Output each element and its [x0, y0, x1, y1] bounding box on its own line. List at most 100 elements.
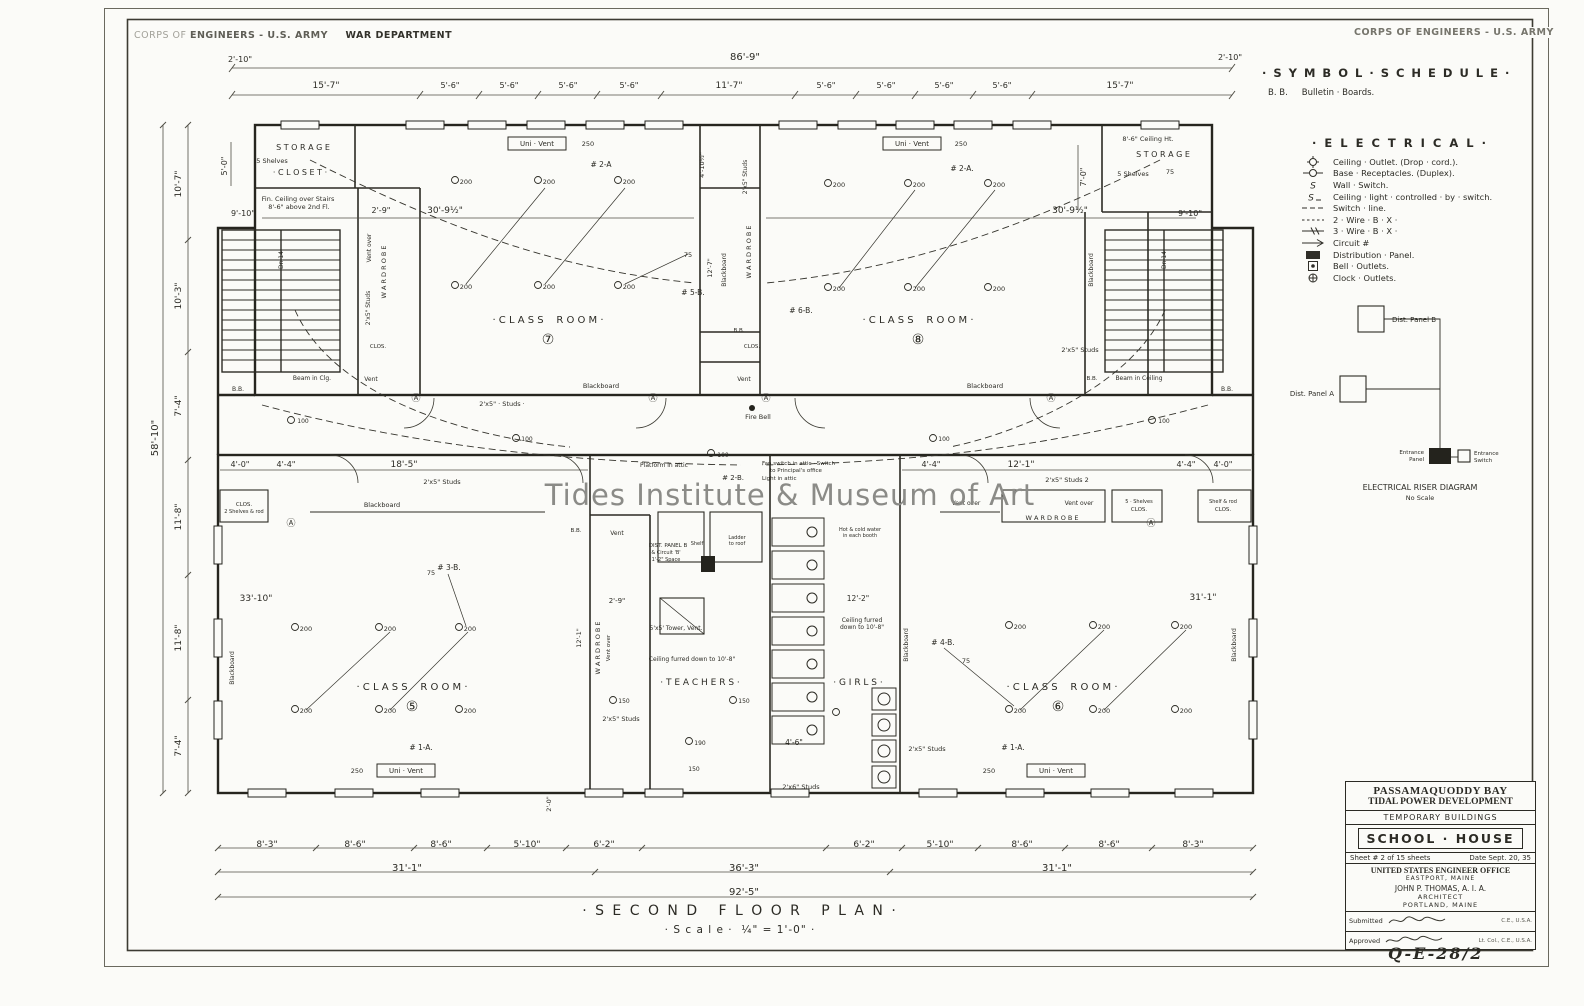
- project-name-line1: PASSAMAQUODDY BAY: [1373, 785, 1508, 797]
- plan-label: 200: [1180, 623, 1192, 631]
- plan-label: Panel: [1409, 457, 1424, 463]
- plan-label: 2'x5" Studs: [1061, 346, 1099, 354]
- plan-label: Vent over: [606, 634, 612, 661]
- plan-label: Ceiling furred: [842, 617, 883, 624]
- plan-label: 200: [464, 707, 476, 715]
- plan-label: 9'-10": [231, 209, 255, 218]
- legend-row: Circuit #: [1300, 237, 1500, 249]
- plan-label: Ladder: [728, 535, 746, 541]
- plan-label: B.B.: [733, 328, 744, 334]
- plan-label: # 2-B.: [722, 474, 744, 482]
- corps-stamp-right: CORPS OF ENGINEERS - U.S. ARMY: [1350, 27, 1558, 38]
- project-category: TEMPORARY BUILDINGS: [1346, 810, 1535, 825]
- plan-label: 150: [618, 698, 630, 705]
- plan-label: 12'-7": [706, 258, 714, 278]
- plan-label: # 2-A: [590, 160, 612, 169]
- plan-label: 8'-6": [344, 840, 365, 850]
- distribution-panel-icon: [1306, 250, 1320, 259]
- plan-label: 5'-0": [220, 157, 229, 176]
- plan-label: 5 Shelves: [1117, 170, 1149, 178]
- electrical-legend: · E L E C T R I C A L · Ceiling · Outlet…: [1300, 136, 1500, 284]
- dimension-lines: [159, 63, 1257, 901]
- plan-label: 36'-3": [729, 863, 759, 874]
- plan-label: 2 Shelves & rod: [224, 509, 263, 515]
- plan-label: 30'-9½": [1052, 206, 1088, 216]
- symbol-schedule-title: · S Y M B O L · S C H E D U L E ·: [1262, 66, 1511, 80]
- plan-annotations: 86'-9"2'-10"2'-10"15'-7"5'-6"5'-6"5'-6"5…: [150, 52, 1499, 898]
- approved-row: Approved Lt. Col., C.E., U.S.A.: [1346, 931, 1535, 949]
- plan-label: Dist. Panel A: [1290, 390, 1334, 398]
- plan-label: 5'-6": [935, 81, 954, 90]
- plan-label: 100: [717, 452, 729, 459]
- plan-label: DIST. PANEL B: [649, 543, 688, 549]
- plan-label: · C L O S E T ·: [273, 168, 327, 177]
- plan-label: Uni · Vent: [389, 767, 423, 775]
- plan-label: 5'-6": [817, 81, 836, 90]
- electrical-riser-diagram: [1339, 305, 1471, 464]
- plan-label: in each booth: [843, 533, 877, 539]
- svg-text:S: S: [1310, 181, 1316, 191]
- plan-label: W A R D R O B E: [1025, 514, 1078, 522]
- plan-label: 200: [833, 285, 845, 293]
- plan-label: # 5-B.: [681, 288, 704, 297]
- legend-label: Base · Receptacles. (Duplex).: [1333, 168, 1455, 179]
- plan-label: 200: [1014, 623, 1026, 631]
- plan-label: Beam in Ceiling: [1115, 375, 1162, 382]
- plan-label: 12'-1": [575, 628, 583, 648]
- sheet-borders: [104, 8, 1549, 967]
- plan-label: CLOS.: [744, 344, 761, 350]
- svg-text:S: S: [1308, 193, 1314, 203]
- plan-label: # 2-A.: [950, 164, 973, 173]
- corps-stamp-left: CORPS OF ENGINEERS - U.S. ARMY WAR DEPAR…: [130, 30, 457, 41]
- plan-label: 200: [460, 283, 472, 291]
- plan-label: · T E A C H E R S ·: [660, 678, 740, 688]
- windows: [213, 120, 1258, 798]
- legend-label: Clock · Outlets.: [1333, 272, 1397, 283]
- plan-label: 200: [300, 707, 312, 715]
- plan-label: Entrance: [1474, 451, 1499, 457]
- plan-label: 200: [833, 181, 845, 189]
- plan-label: B.B.: [1086, 376, 1097, 382]
- ceiling-outlet-icon: [1307, 155, 1319, 168]
- plan-partitions: [219, 125, 1252, 793]
- switch-line-icon: [1302, 207, 1324, 209]
- plan-label: 2'x5" Studs: [908, 745, 946, 753]
- plan-label: 250: [351, 767, 363, 775]
- plan-label: 15'-7": [312, 81, 339, 91]
- plan-label: 200: [384, 707, 396, 715]
- plan-label: Uni · Vent: [1039, 767, 1073, 775]
- plan-label: Vent over: [366, 233, 373, 262]
- plan-label: Blackboard: [721, 253, 728, 287]
- plan-label: Entrance: [1399, 450, 1424, 456]
- plan-label: to Principal's office: [770, 468, 823, 474]
- plan-label: 200: [1098, 707, 1110, 715]
- legend-row: 3 · Wire · B · X ·: [1300, 226, 1500, 238]
- legend-label: Ceiling · light · controlled · by · swit…: [1333, 191, 1493, 202]
- corps-stamp-left-main: ENGINEERS - U.S. ARMY: [189, 30, 328, 41]
- plan-label: 5'-6": [620, 81, 639, 90]
- plan-label: 5 Shelves: [256, 157, 288, 165]
- submitted-row: Submitted C.E., U.S.A.: [1346, 911, 1535, 929]
- plan-label: 2'x6" Studs: [782, 783, 820, 791]
- plan-label: 8'-6": [430, 840, 451, 850]
- plan-label: ⑤: [406, 699, 419, 715]
- plan-label: W A R D R O B E: [745, 225, 753, 278]
- plan-label: 100: [521, 436, 533, 443]
- plan-label: 4'-0": [231, 460, 250, 469]
- plan-label: 250: [582, 140, 594, 148]
- plan-label: Dist. Panel B: [1392, 316, 1436, 324]
- plan-label: 4'-4": [1177, 460, 1196, 469]
- plan-label: 5'-6": [441, 81, 460, 90]
- symbol-schedule: · S Y M B O L · S C H E D U L E · B. B. …: [1262, 66, 1511, 98]
- plan-label: 7'-0": [1079, 168, 1088, 187]
- plan-label: S T O R A G E: [276, 143, 330, 152]
- plan-label: 11'-7": [715, 81, 742, 91]
- plan-label: 15'-7": [1106, 81, 1133, 91]
- electrical-legend-title: · E L E C T R I C A L ·: [1312, 136, 1488, 150]
- plan-label: B.B.: [570, 528, 581, 534]
- plan-label: Hot & cold water: [839, 527, 882, 533]
- plan-label: 200: [543, 178, 555, 186]
- plan-label: 4'-6": [785, 738, 803, 747]
